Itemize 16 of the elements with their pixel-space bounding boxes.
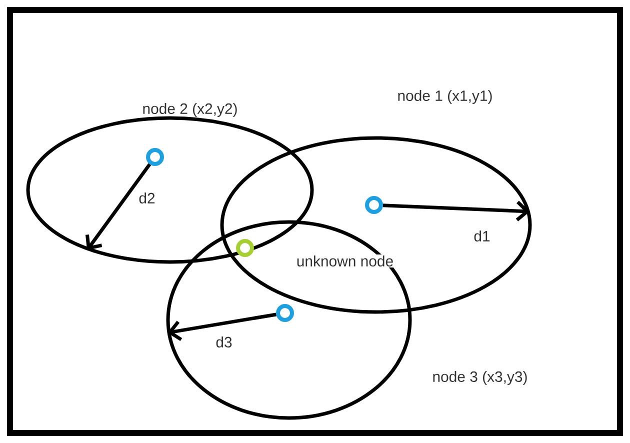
edge-label: d2 <box>138 192 156 204</box>
edge-label: d3 <box>214 336 234 348</box>
node-label: unknown node <box>295 254 395 268</box>
arrow <box>86 163 152 250</box>
node-label: node 2 (x2,y2) <box>143 103 237 117</box>
arrow <box>382 200 530 222</box>
node-label: node 3 (x3,y3) <box>433 371 527 385</box>
sensor-dot <box>146 148 164 166</box>
edge-label: d1 <box>472 230 492 242</box>
sensor-dot <box>365 196 383 214</box>
arrow <box>167 312 276 342</box>
unknown-dot <box>236 239 254 257</box>
node-label: node 1 (x1,y1) <box>398 90 492 104</box>
range-circle <box>220 136 532 314</box>
sensor-dot <box>276 304 294 322</box>
range-circle <box>166 220 412 420</box>
